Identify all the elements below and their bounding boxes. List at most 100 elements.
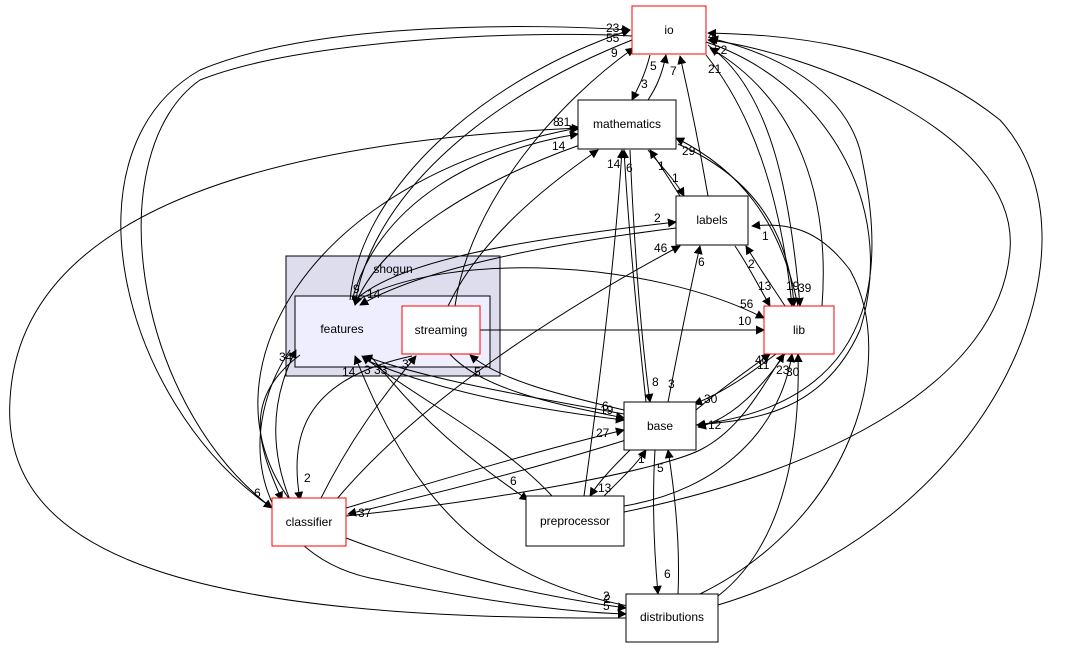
edge-features-distributions bbox=[259, 349, 627, 619]
edge-label: 4 bbox=[708, 29, 715, 43]
edge-label: 6 bbox=[254, 486, 261, 500]
edge-base-distributions bbox=[652, 449, 662, 595]
edge-label: 37 bbox=[358, 506, 372, 520]
edge-labels-io bbox=[677, 55, 709, 197]
edge-base-labels bbox=[667, 245, 703, 403]
node-lib-label: lib bbox=[793, 323, 805, 337]
edge-labels-mathematics bbox=[649, 149, 681, 197]
edge-label: 19 bbox=[600, 403, 614, 417]
edge-distributions-io bbox=[707, 28, 1043, 606]
edge-label: 31 bbox=[557, 115, 571, 129]
edge-classifier-distributions bbox=[345, 537, 627, 612]
edge-streaming-mathematics bbox=[447, 149, 599, 307]
node-classifier[interactable] bbox=[271, 497, 347, 547]
edge-labels-features bbox=[359, 227, 677, 306]
edge-label: 14 bbox=[552, 139, 566, 153]
edge-distributions-mathematics bbox=[9, 123, 627, 619]
edge-label: 3 bbox=[364, 363, 371, 377]
edge-distributions-labels bbox=[699, 220, 870, 595]
edge-label: 55 bbox=[606, 31, 620, 45]
edge-label: 2 bbox=[604, 592, 611, 606]
edge-mathematics-io bbox=[647, 54, 669, 101]
edge-label: 12 bbox=[708, 418, 722, 432]
edge-label: 6 bbox=[626, 161, 633, 175]
node-distributions[interactable] bbox=[625, 593, 719, 643]
cluster-shogun-label: shogun bbox=[373, 262, 412, 276]
edge-features-preprocessor bbox=[369, 354, 529, 501]
edge-features-base bbox=[365, 359, 625, 424]
edge-label: 46 bbox=[654, 241, 668, 255]
edge-io-classifier bbox=[140, 33, 633, 509]
edge-label: 7 bbox=[670, 64, 677, 78]
edge-distributions-lib bbox=[717, 353, 803, 597]
node-features-label[interactable]: features bbox=[320, 322, 363, 336]
edge-preprocessor-features bbox=[361, 355, 553, 497]
edge-label: 11 bbox=[757, 358, 770, 372]
edge-label: 5 bbox=[650, 59, 657, 73]
edge-label: 13 bbox=[758, 279, 772, 293]
node-classifier-label: classifier bbox=[286, 515, 333, 529]
node-io[interactable] bbox=[631, 5, 707, 55]
edge-base-preprocessor bbox=[589, 449, 631, 497]
edge-streaming-base bbox=[447, 351, 625, 421]
edge-classifier-lib bbox=[345, 353, 785, 517]
edge-label: 13 bbox=[598, 481, 612, 495]
edge-label: 5 bbox=[474, 365, 481, 379]
edge-labels-lib bbox=[734, 245, 771, 307]
edge-distributions-base bbox=[664, 449, 680, 595]
edge-preprocessor-mathematics bbox=[583, 149, 626, 497]
edge-label: 3 bbox=[641, 77, 648, 91]
edge-streaming-classifier bbox=[294, 355, 413, 501]
edge-lib-base bbox=[693, 353, 777, 406]
edge-label: 30 bbox=[704, 392, 718, 406]
edge-lib-labels bbox=[745, 245, 786, 307]
edge-label: 10 bbox=[738, 314, 752, 328]
edge-io-base bbox=[696, 41, 871, 429]
node-distributions-label: distributions bbox=[640, 610, 704, 624]
edge-label: 2 bbox=[748, 257, 755, 271]
edge-lib-io bbox=[709, 47, 824, 307]
edge-classifier-io bbox=[120, 24, 631, 506]
node-mathematics[interactable] bbox=[577, 99, 677, 150]
edge-base-streaming bbox=[469, 354, 625, 411]
edge-label: 30 bbox=[786, 365, 800, 379]
node-preprocessor[interactable] bbox=[525, 495, 625, 547]
node-streaming-label: streaming bbox=[415, 323, 468, 337]
edge-label: 9 bbox=[353, 282, 360, 296]
edge-classifier-streaming bbox=[319, 355, 417, 501]
node-labels[interactable] bbox=[675, 195, 749, 246]
node-streaming[interactable] bbox=[401, 305, 481, 355]
edge-label: 1 bbox=[638, 452, 645, 466]
edge-base-features bbox=[363, 354, 625, 415]
edge-classifier-mathematics bbox=[257, 125, 579, 501]
edge-label: 1 bbox=[762, 229, 769, 243]
edge-features-labels bbox=[354, 218, 677, 301]
node-lib[interactable] bbox=[763, 305, 835, 355]
edge-preprocessor-base bbox=[603, 449, 647, 497]
edge-label: 29 bbox=[682, 144, 696, 158]
edge-label: 6 bbox=[510, 474, 517, 488]
edge-label: 3 bbox=[402, 357, 409, 371]
edge-streaming-io bbox=[454, 47, 635, 307]
edge-label: 40 bbox=[755, 353, 769, 367]
nodes: io mathematics labels lib base classifie… bbox=[271, 5, 835, 643]
edge-features-mathematics bbox=[351, 130, 579, 301]
edge-label: 8 bbox=[652, 375, 659, 389]
node-base[interactable] bbox=[623, 401, 697, 451]
edge-base-mathematics bbox=[619, 149, 647, 403]
edge-io-lib-2 bbox=[707, 44, 804, 307]
edge-labels: 23 55 9 5 7 3 8 31 14 14 6 1 1 29 2 46 6… bbox=[254, 21, 812, 613]
edge-io-mathematics bbox=[631, 54, 651, 101]
edge-features-io bbox=[349, 28, 631, 301]
edge-label: 14 bbox=[342, 365, 356, 379]
edge-label: 27 bbox=[596, 426, 610, 440]
edge-distributions-features bbox=[353, 355, 629, 607]
edge-classifier-features bbox=[275, 349, 297, 501]
edge-features-classifier bbox=[259, 354, 301, 501]
edge-label: 8 bbox=[553, 115, 560, 129]
node-mathematics-label: mathematics bbox=[593, 117, 661, 131]
edge-features-lib bbox=[357, 267, 765, 319]
edge-label: 19 bbox=[786, 279, 800, 293]
node-base-label: base bbox=[647, 419, 673, 433]
